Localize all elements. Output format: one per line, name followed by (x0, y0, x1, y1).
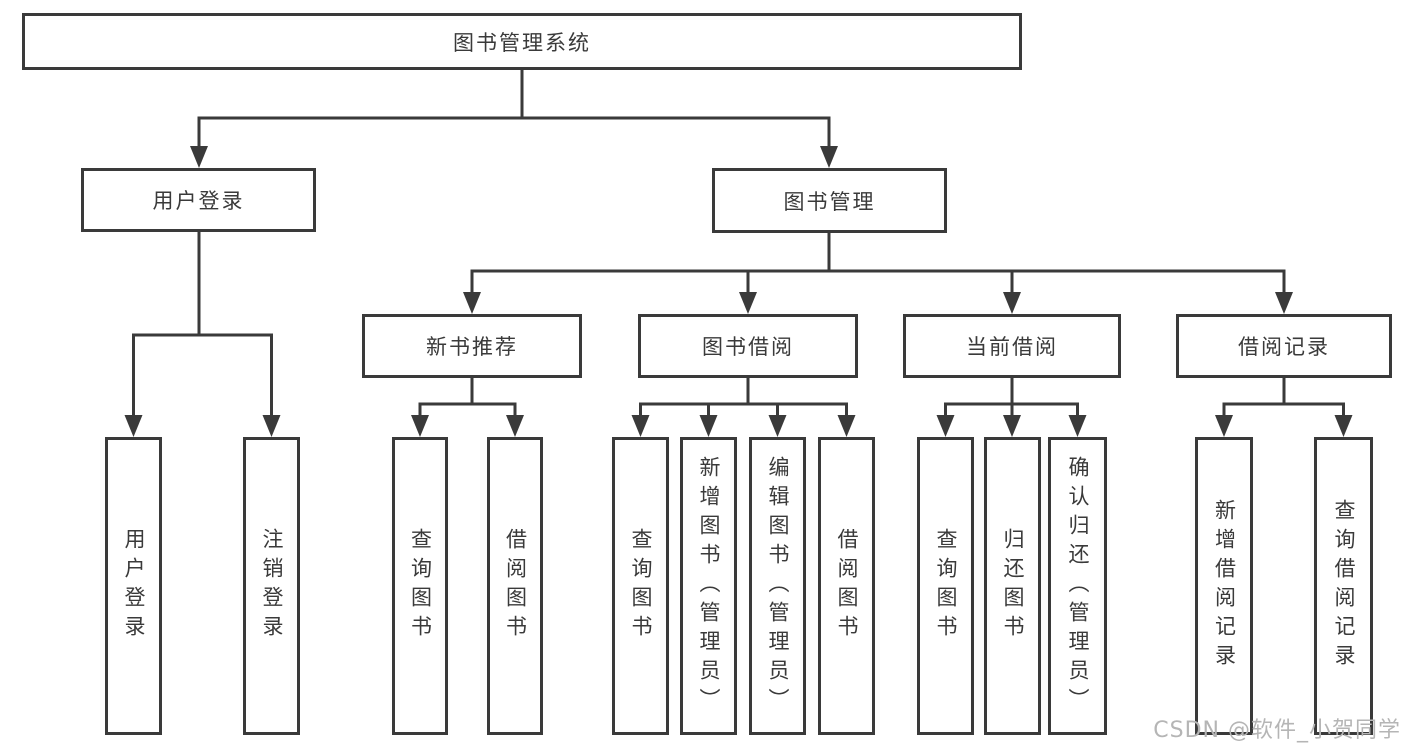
connector-book-management-to-level3 (463, 233, 1293, 314)
node-book-borrow-label: 图书借阅 (702, 335, 794, 359)
leaf-current-query-book: 查询图书 (917, 437, 974, 735)
csdn-watermark: CSDN @软件_小贺同学 (1153, 718, 1401, 743)
node-root-label: 图书管理系统 (453, 30, 591, 55)
leaf-recommend-query-book-label: 查询图书 (408, 528, 433, 644)
leaf-return-book-label: 归还图书 (1001, 528, 1025, 644)
node-current-borrow-label: 当前借阅 (966, 335, 1058, 359)
leaf-add-borrow-record: 新增借阅记录 (1195, 437, 1253, 735)
leaf-query-borrow-record-label: 查询借阅记录 (1332, 499, 1356, 673)
leaf-edit-book-admin-label: 编辑图书（管理员） (766, 455, 790, 717)
node-user-login: 用户登录 (81, 168, 316, 232)
node-book-borrow: 图书借阅 (638, 314, 858, 378)
leaf-current-query-book-label: 查询图书 (934, 528, 958, 644)
leaf-confirm-return-admin-label: 确认归还（管理员） (1066, 455, 1090, 717)
node-current-borrow: 当前借阅 (903, 314, 1121, 378)
leaf-user-login: 用户登录 (105, 437, 162, 735)
leaf-query-borrow-record: 查询借阅记录 (1314, 437, 1373, 735)
leaf-confirm-return-admin: 确认归还（管理员） (1048, 437, 1107, 735)
leaf-recommend-borrow-book: 借阅图书 (487, 437, 543, 735)
node-borrow-records: 借阅记录 (1176, 314, 1392, 378)
leaf-add-book-admin: 新增图书（管理员） (680, 437, 737, 735)
leaf-recommend-query-book: 查询图书 (392, 437, 448, 735)
leaf-recommend-borrow-book-label: 借阅图书 (503, 528, 528, 644)
connector-borrow-records-to-leaves (1215, 378, 1353, 437)
connector-new-book-recommend-to-leaves (411, 378, 524, 437)
node-user-login-label: 用户登录 (152, 189, 245, 213)
connector-current-borrow-to-leaves (936, 378, 1087, 437)
leaf-borrow-query-book-label: 查询图书 (629, 528, 653, 644)
node-new-book-recommend: 新书推荐 (362, 314, 582, 378)
leaf-add-book-admin-label: 新增图书（管理员） (697, 455, 721, 717)
connector-book-borrow-to-leaves (631, 378, 856, 437)
connector-user-login-to-leaves (124, 232, 281, 437)
node-book-management-label: 图书管理 (783, 189, 876, 214)
node-book-management: 图书管理 (712, 168, 947, 233)
leaf-borrow-query-book: 查询图书 (612, 437, 669, 735)
leaf-logout-login: 注销登录 (243, 437, 300, 735)
leaf-return-book: 归还图书 (984, 437, 1041, 735)
node-borrow-records-label: 借阅记录 (1238, 335, 1330, 359)
leaf-logout-login-label: 注销登录 (260, 528, 284, 644)
node-root: 图书管理系统 (22, 13, 1022, 70)
node-new-book-recommend-label: 新书推荐 (426, 335, 518, 359)
leaf-borrow-borrow-book-label: 借阅图书 (835, 528, 859, 644)
leaf-add-borrow-record-label: 新增借阅记录 (1212, 499, 1237, 673)
leaf-edit-book-admin: 编辑图书（管理员） (749, 437, 806, 735)
leaf-user-login-label: 用户登录 (122, 528, 146, 644)
connector-root-to-level2 (190, 70, 838, 168)
leaf-borrow-borrow-book: 借阅图书 (818, 437, 875, 735)
